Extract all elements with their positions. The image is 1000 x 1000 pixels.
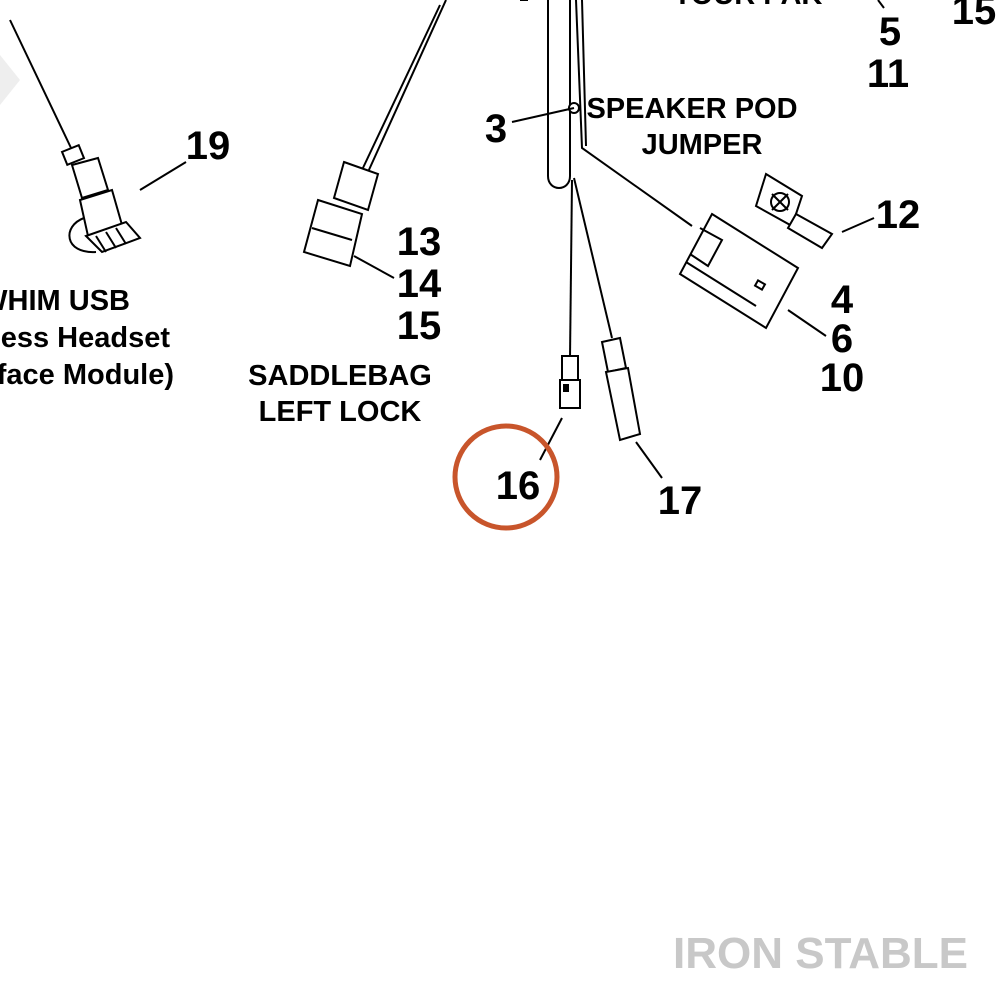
callout-5: 5 <box>879 10 901 54</box>
callout-14: 14 <box>397 262 442 306</box>
callout-19: 19 <box>186 124 231 168</box>
leader-line-12 <box>841 217 875 233</box>
connector-part-16 <box>559 179 581 409</box>
leader-line-13-14-15 <box>353 255 395 279</box>
leader-line-16 <box>539 417 563 461</box>
leader-line-19 <box>139 161 187 191</box>
callout-15: 15 <box>397 304 442 348</box>
callout-10: 10 <box>820 356 865 400</box>
background-shape <box>0 55 20 105</box>
highlight-circle <box>452 423 560 531</box>
leader-line-3 <box>511 107 575 123</box>
usb-module-label-line1: WHIM USB <box>0 285 130 317</box>
top-partial-label: TOUR PAK <box>674 0 823 11</box>
harness-trunk <box>520 0 580 189</box>
speaker-pod-label-line2: JUMPER <box>642 129 763 161</box>
leader-line-4-6-10 <box>787 309 827 337</box>
callout-15-top: 15 <box>952 0 997 33</box>
speaker-pod-connector-part <box>575 0 800 330</box>
usb-module-label-line3: rface Module) <box>0 359 174 391</box>
watermark: IRON STABLE <box>673 929 968 978</box>
callout-12: 12 <box>876 193 921 237</box>
usb-interface-module-part <box>9 19 142 254</box>
speaker-pod-label-line1: SPEAKER POD <box>586 93 797 125</box>
callout-4: 4 <box>831 278 854 322</box>
callout-16: 16 <box>496 464 541 508</box>
terminal-part-12 <box>754 172 834 250</box>
leader-line-17 <box>635 441 663 479</box>
callout-17: 17 <box>658 479 703 523</box>
saddlebag-lock-connector-part <box>302 0 447 268</box>
callout-3: 3 <box>485 107 507 151</box>
callout-13: 13 <box>397 220 442 264</box>
callout-6: 6 <box>831 317 853 361</box>
usb-module-label-line2: eless Headset <box>0 322 170 354</box>
callout-11: 11 <box>867 52 909 96</box>
saddlebag-label-line2: LEFT LOCK <box>259 396 422 428</box>
leader-line-5-11 <box>877 0 885 9</box>
connector-part-17 <box>573 177 642 442</box>
saddlebag-label-line1: SADDLEBAG <box>248 360 432 392</box>
